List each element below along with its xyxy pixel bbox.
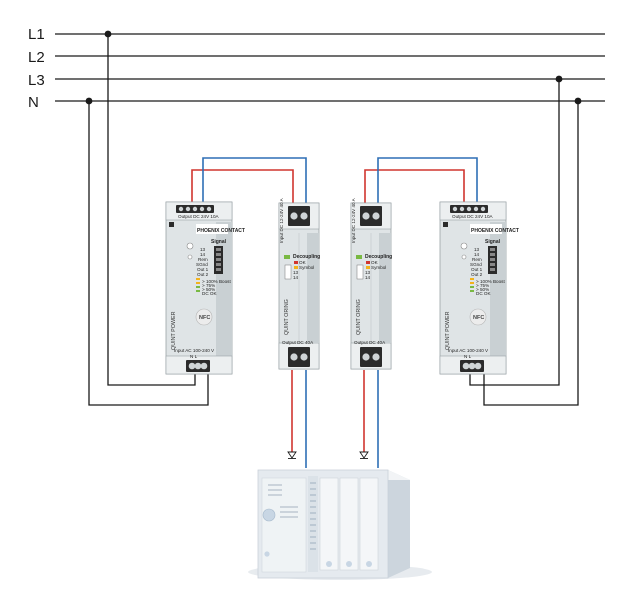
wire-l3-psu2: [469, 79, 560, 386]
wire-n-psu2: [483, 101, 579, 406]
rail-label-l3: L3: [28, 72, 45, 89]
psu-right-input-terminals: N L: [464, 354, 472, 359]
oring-left-status-2: Symbol: [299, 265, 314, 270]
psu-left-side-label: QUINT POWER: [171, 311, 177, 350]
psu-right-pin-4: SGnd: [470, 262, 482, 267]
psu-right-signal-title: Signal: [485, 239, 501, 245]
psu-left-led-4: DC OK: [202, 291, 217, 296]
psu-right-led-4: DC OK: [476, 291, 491, 296]
oring-left-side-label: QUINT ORING: [284, 299, 290, 335]
plc-io-module-2: [339, 477, 359, 571]
psu-right-pin-3: Rem: [472, 257, 482, 262]
psu-left-pin-3: Rem: [198, 257, 208, 262]
diode-symbol-right: [359, 451, 369, 459]
wire-psu1-minus: [202, 157, 307, 208]
psu-right-pin-5: Out 1: [471, 267, 483, 272]
supply-rails: [55, 33, 605, 102]
psu-right-pin-1: 13: [474, 247, 480, 252]
plc-io-module-1: [319, 477, 339, 571]
psu-left-pin-4: SGnd: [196, 262, 208, 267]
oring-right-status-1: OK: [371, 260, 379, 265]
rail-label-n: N: [28, 94, 39, 111]
psu-right-led-2: > 75%: [476, 283, 489, 288]
oring-right-status-4: 14: [365, 275, 371, 280]
psu-left-input-label: Input AC 100-240 V: [174, 348, 215, 353]
oring-left-decoupling: Decoupling: [293, 254, 320, 260]
power-supply-right: Output DC 24V 10A PHOENIX CONTACT Signal…: [439, 201, 519, 375]
oring-module-left: Input DC 12-24V 40 A Decoupling OK Symbo…: [278, 197, 320, 370]
power-supply-left: Output DC 24V 10A PHOENIX CONTACT Signal…: [165, 201, 245, 375]
psu-right-input-label: Input AC 100-240 V: [448, 348, 489, 353]
oring-left-output-label: Output DC 40A: [282, 340, 314, 345]
psu-left-nfc: NFC: [199, 315, 210, 321]
wire-psu1-plus: [191, 169, 294, 208]
oring-right-decoupling: Decoupling: [365, 254, 392, 260]
diode-symbol-left: [287, 451, 297, 459]
psu-left-pin-2: 14: [200, 252, 206, 257]
oring-right-status-3: 13: [365, 270, 371, 275]
oring-left-status-1: OK: [299, 260, 307, 265]
rail-label-l1: L1: [28, 26, 45, 43]
psu-left-pin-6: Out 2: [197, 272, 209, 277]
psu-right-output-label: Output DC 24V 10A: [452, 214, 494, 219]
psu-right-nfc: NFC: [473, 315, 484, 321]
psu-right-pin-6: Out 2: [471, 272, 483, 277]
wire-psu2-minus: [377, 157, 478, 208]
oring-right-status-2: Symbol: [371, 265, 386, 270]
oring-right-output-label: Output DC 40A: [354, 340, 386, 345]
psu-right-pin-2: 14: [474, 252, 480, 257]
plc-side-panel: [388, 470, 410, 578]
psu-left-led-1: > 100% Boost: [202, 279, 231, 284]
psu-left-brand: PHOENIX CONTACT: [197, 228, 245, 234]
oring-module-right: Input DC 12-24V 40 A Decoupling OK Symbo…: [350, 197, 392, 370]
oring-right-input-label: Input DC 12-24V 40 A: [351, 197, 356, 243]
wire-n-psu1: [88, 101, 209, 406]
psu-left-led-2: > 75%: [202, 283, 215, 288]
psu-left-pin-5: Out 1: [197, 267, 209, 272]
plc-controller: [248, 469, 432, 580]
psu-left-led-3: > 50%: [202, 287, 215, 292]
plc-io-module-3: [359, 477, 379, 571]
plc-dial-icon: [262, 508, 276, 522]
psu-left-output-label: Output DC 24V 10A: [178, 214, 220, 219]
oring-right-side-label: QUINT ORING: [356, 299, 362, 335]
wire-psu2-plus: [364, 169, 465, 208]
rail-label-l2: L2: [28, 49, 45, 66]
psu-right-brand: PHOENIX CONTACT: [471, 228, 519, 234]
wire-l1-psu1: [107, 34, 196, 386]
oring-left-status-3: 13: [293, 270, 299, 275]
psu-left-input-terminals: N L: [190, 354, 198, 359]
psu-left-signal-title: Signal: [211, 239, 227, 245]
psu-right-led-3: > 50%: [476, 287, 489, 292]
psu-left-pin-1: 13: [200, 247, 206, 252]
psu-right-side-label: QUINT POWER: [445, 311, 451, 350]
oring-left-status-4: 14: [293, 275, 299, 280]
oring-left-input-label: Input DC 12-24V 40 A: [279, 197, 284, 243]
dc-wires: [191, 157, 478, 468]
psu-right-led-1: > 100% Boost: [476, 279, 505, 284]
feed-wires: [85, 30, 582, 406]
